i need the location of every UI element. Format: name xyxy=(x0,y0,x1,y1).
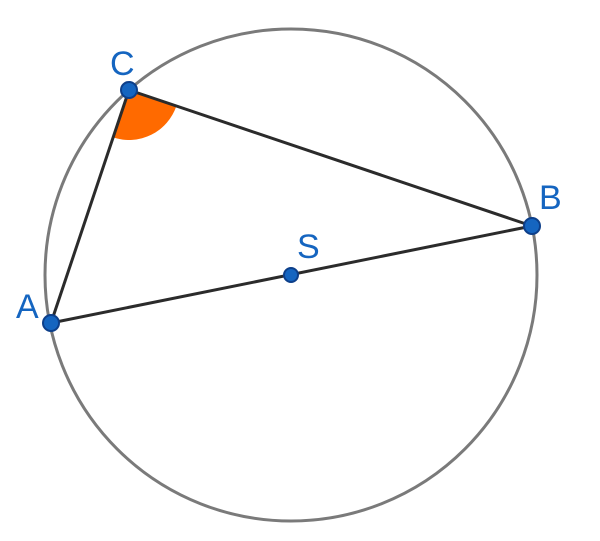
point-b[interactable] xyxy=(523,217,541,235)
label-c: C xyxy=(110,45,135,83)
label-a: A xyxy=(16,288,39,326)
angle-marker-c xyxy=(113,90,177,141)
label-s: S xyxy=(297,228,320,266)
segment-bc xyxy=(128,88,533,228)
circumcircle xyxy=(43,27,539,523)
point-s[interactable] xyxy=(283,267,299,283)
label-b: B xyxy=(539,179,562,217)
point-a[interactable] xyxy=(42,314,60,332)
segment-ca xyxy=(49,89,131,324)
point-c[interactable] xyxy=(120,81,138,99)
